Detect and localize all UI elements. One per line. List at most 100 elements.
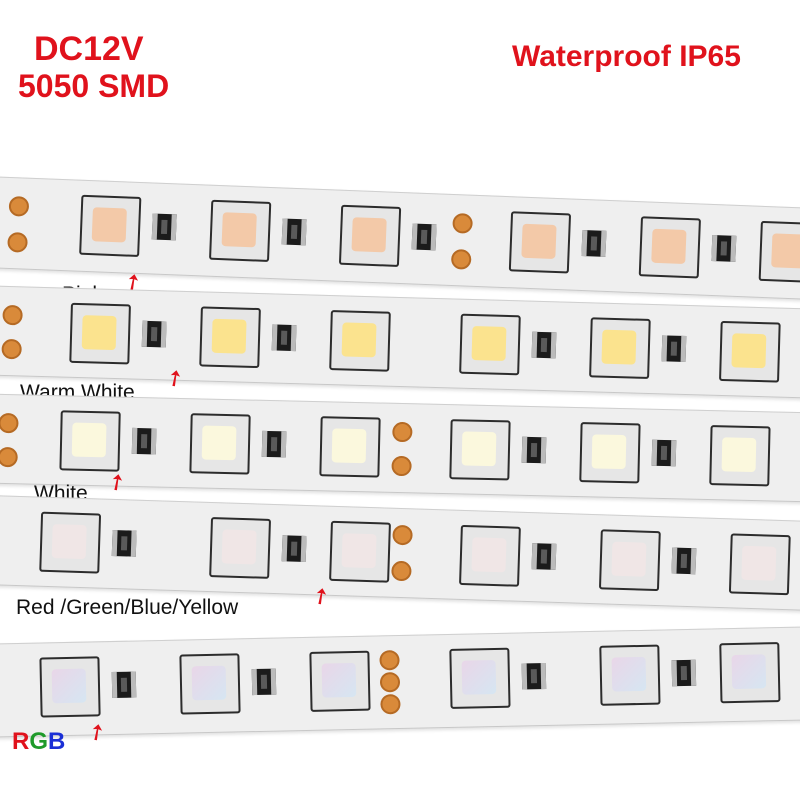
- led-chip: [728, 533, 791, 596]
- resistor-icon: [271, 324, 297, 352]
- led-chip: [719, 642, 781, 704]
- led-chip: [329, 310, 391, 372]
- rgb-letter-r: R: [12, 728, 30, 755]
- led-strip-single-color: [0, 494, 800, 612]
- resistor-icon: [651, 439, 677, 467]
- led-chip: [459, 313, 521, 376]
- led-unit: [319, 202, 451, 271]
- resistor-icon: [521, 436, 547, 464]
- solder-pad-icon: [0, 446, 18, 468]
- resistor-icon: [281, 218, 307, 246]
- resistor-icon: [131, 427, 157, 455]
- resistor-icon: [111, 529, 137, 557]
- led-chip: [638, 216, 701, 279]
- led-unit: [169, 411, 300, 478]
- led-chip: [319, 416, 381, 478]
- resistor-icon: [411, 223, 437, 251]
- led-unit: [439, 522, 571, 590]
- led-unit: [489, 208, 621, 277]
- led-chip: [39, 511, 102, 574]
- strip-label-red-green-blue-yellow: Red /Green/Blue/Yellow: [16, 596, 239, 619]
- resistor-icon: [251, 668, 277, 696]
- resistor-icon: [521, 662, 547, 690]
- led-unit: [619, 213, 751, 282]
- led-chip: [189, 413, 251, 475]
- resistor-icon: [671, 659, 697, 687]
- led-chip: [709, 425, 771, 487]
- led-chip: [589, 317, 651, 379]
- led-unit: [689, 423, 800, 490]
- led-unit: [19, 653, 150, 720]
- led-unit: [49, 300, 181, 368]
- solder-pad-icon: [0, 412, 19, 434]
- rgb-letter-b: B: [48, 728, 66, 755]
- led-unit: [179, 304, 311, 372]
- led-unit: [699, 639, 800, 706]
- led-chip: [329, 520, 391, 583]
- solder-pad-icon: [2, 304, 23, 326]
- led-strip-pink: [0, 175, 800, 301]
- led-chip: [449, 419, 511, 481]
- resistor-icon: [281, 535, 307, 563]
- resistor-icon: [261, 430, 287, 458]
- led-chip: [758, 220, 800, 284]
- solder-pad-icon: [8, 195, 30, 217]
- solder-pad-icon: [450, 248, 472, 270]
- led-unit: [159, 650, 290, 717]
- spec-voltage: DC12V: [34, 30, 144, 68]
- resistor-icon: [671, 547, 697, 575]
- led-chip: [338, 204, 402, 267]
- led-chip: [69, 302, 131, 365]
- led-chip: [309, 650, 371, 712]
- resistor-icon: [581, 229, 607, 257]
- led-unit: [579, 642, 710, 709]
- led-unit: [699, 318, 800, 386]
- led-unit: [559, 420, 690, 487]
- led-unit: [579, 527, 711, 595]
- led-chip: [39, 656, 101, 718]
- led-chip: [449, 647, 511, 709]
- led-unit: [439, 311, 571, 379]
- led-unit: [289, 648, 420, 715]
- led-chip: [209, 199, 272, 262]
- resistor-icon: [531, 543, 557, 570]
- led-unit: [39, 408, 170, 475]
- led-unit: [309, 518, 441, 586]
- led-unit: [59, 192, 191, 261]
- led-chip: [179, 653, 241, 715]
- led-unit: [19, 509, 151, 577]
- led-chip: [508, 211, 572, 274]
- led-chip: [59, 410, 121, 472]
- solder-pad-icon: [7, 231, 28, 253]
- led-unit: [569, 315, 701, 383]
- led-chip: [79, 194, 142, 257]
- led-unit: [309, 307, 441, 375]
- led-unit: [299, 414, 430, 481]
- led-chip: [209, 517, 272, 579]
- resistor-icon: [661, 335, 687, 362]
- spec-waterproof-rating: Waterproof IP65: [512, 40, 741, 73]
- rgb-letter-g: G: [29, 728, 49, 755]
- resistor-icon: [111, 671, 137, 699]
- led-unit: [739, 218, 800, 287]
- led-chip: [199, 306, 261, 369]
- led-chip: [579, 422, 641, 484]
- resistor-icon: [711, 234, 737, 262]
- led-strip-rgb: [0, 626, 800, 738]
- resistor-icon: [141, 320, 167, 348]
- resistor-icon: [531, 331, 557, 359]
- led-unit: [189, 514, 321, 582]
- led-unit: [709, 531, 800, 599]
- led-chip: [598, 529, 661, 592]
- resistor-icon: [151, 213, 177, 241]
- strip-label-rgb: RGB: [12, 728, 65, 756]
- solder-pad-icon: [1, 338, 22, 360]
- led-chip: [599, 644, 661, 706]
- led-unit: [429, 417, 560, 484]
- led-unit: [429, 645, 560, 712]
- spec-chip-type: 5050 SMD: [18, 68, 170, 104]
- led-chip: [719, 320, 781, 383]
- solder-pad-icon: [452, 213, 473, 234]
- led-chip: [459, 524, 521, 587]
- led-unit: [189, 197, 321, 266]
